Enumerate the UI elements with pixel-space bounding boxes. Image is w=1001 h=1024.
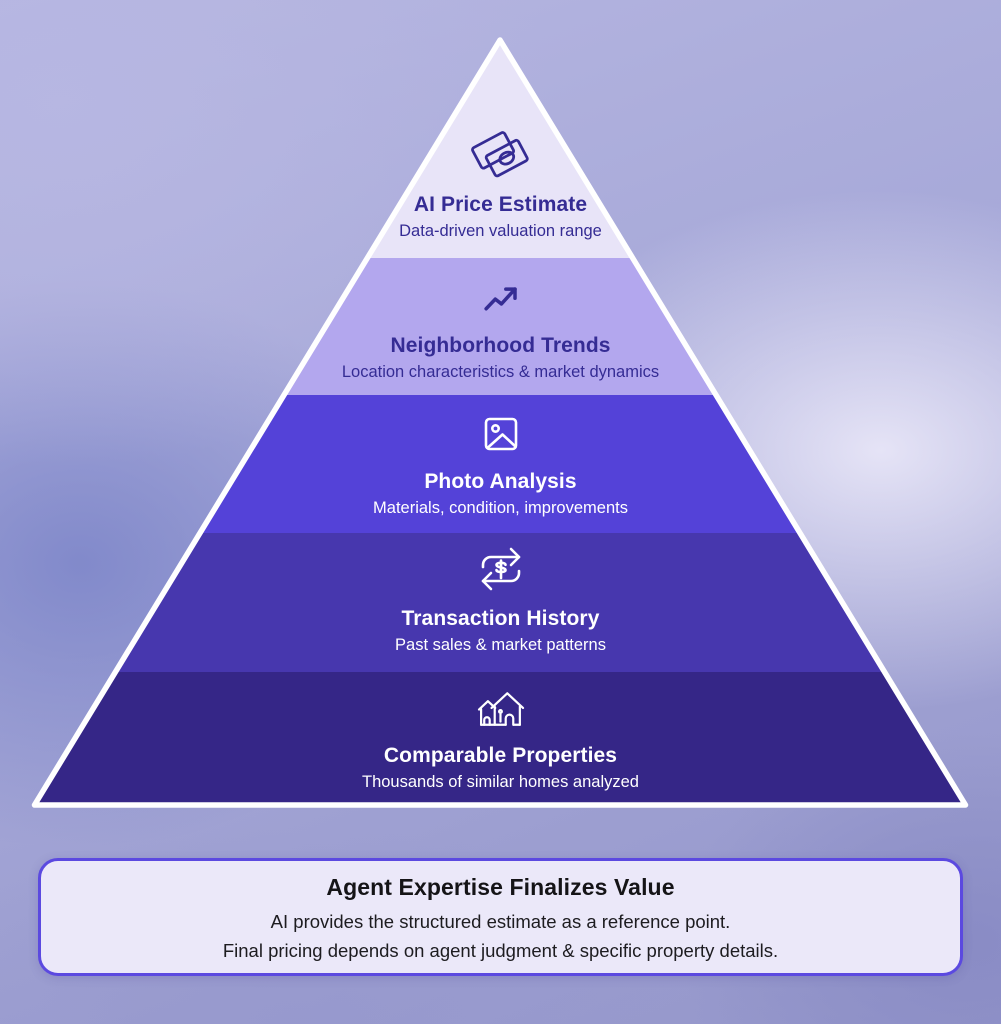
- tier-shape-ai-price-estimate: [367, 40, 633, 258]
- footer-card-line2: Final pricing depends on agent judgment …: [222, 940, 779, 961]
- tier-shape-photo-analysis: [200, 395, 800, 533]
- tier-shape-comparable-properties: [34, 672, 966, 805]
- footer-card-title: Agent Expertise Finalizes Value: [326, 874, 675, 900]
- agent-expertise-card: Agent Expertise Finalizes Value AI provi…: [38, 858, 963, 976]
- tier-shape-transaction-history: [115, 533, 885, 672]
- pyramid-outline: [31, 37, 969, 808]
- tier-shape-neighborhood-trends: [284, 258, 716, 395]
- footer-card-line1: AI provides the structured estimate as a…: [270, 911, 731, 932]
